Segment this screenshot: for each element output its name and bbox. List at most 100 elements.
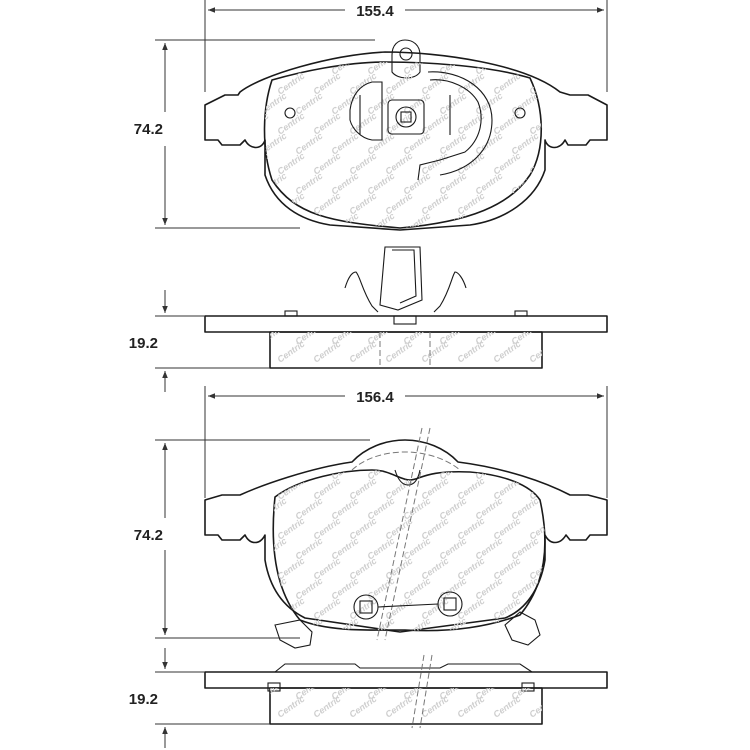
- bottom-side-section-line-2: [411, 654, 425, 729]
- watermark-text: Centric: [239, 191, 270, 217]
- top-width-label: 155.4: [356, 3, 394, 20]
- bottom-right-pin-square: [443, 597, 457, 611]
- watermark-text: Centric: [257, 51, 288, 77]
- watermark-text: Centric: [545, 576, 576, 602]
- watermark-text: Centric: [491, 339, 522, 365]
- watermark-text: Centric: [257, 91, 288, 117]
- bottom-height-label: 74.2: [134, 527, 163, 544]
- top-center-tab-hole: [399, 47, 413, 61]
- watermark-text: Centric: [347, 339, 378, 365]
- top-side-lug-center: [393, 315, 417, 325]
- watermark-text: Centric: [455, 694, 486, 720]
- bottom-thickness-label: 19.2: [129, 691, 158, 708]
- watermark-text: Centric: [383, 339, 414, 365]
- bottom-pin-link-left: [377, 603, 439, 608]
- watermark-text: Centric: [545, 321, 576, 347]
- bottom-center-arc-dashed: [351, 451, 461, 471]
- watermark-text: Centric: [527, 191, 558, 217]
- bottom-side-lug-left: [267, 682, 281, 692]
- top-side-lug-left: [284, 310, 298, 317]
- watermark-text: Centric: [257, 321, 288, 347]
- bottom-backing-plate: [204, 439, 608, 633]
- watermark-text: Centric: [527, 694, 558, 720]
- watermark-text: Centric: [491, 694, 522, 720]
- top-side-friction-material: [269, 331, 543, 369]
- watermark-text: Centric: [311, 339, 342, 365]
- bottom-side-section-line-1: [419, 654, 433, 729]
- top-spring-clip-arc: [427, 71, 493, 176]
- watermark-text: Centric: [239, 694, 270, 720]
- watermark-text: Centric: [257, 576, 288, 602]
- bottom-friction-material: [272, 469, 546, 632]
- watermark-text: Centric: [545, 496, 576, 522]
- watermark-text: Centric: [419, 694, 450, 720]
- top-center-pin-outer: [387, 99, 425, 135]
- watermark-text: Centric: [545, 616, 576, 642]
- watermark-text: Centric: [545, 131, 576, 157]
- watermark-text: Centric: [365, 211, 396, 237]
- watermark-text: Centric: [239, 556, 270, 582]
- watermark-text: Centric: [275, 191, 306, 217]
- top-spring-clip: [349, 81, 383, 141]
- top-friction-material: [263, 61, 542, 229]
- watermark-text: Centric: [383, 694, 414, 720]
- bottom-section-line-2: [376, 427, 423, 641]
- watermark-text: Centric: [545, 456, 576, 482]
- top-side-wire-right: [433, 271, 467, 313]
- watermark-text: Centric: [509, 51, 540, 77]
- watermark-text: Centric: [509, 211, 540, 237]
- watermark-text: Centric: [455, 339, 486, 365]
- top-center-tab: [391, 39, 421, 79]
- watermark-text: Centric: [347, 694, 378, 720]
- bottom-center-notch: [394, 469, 421, 486]
- watermark-text: Centric: [239, 516, 270, 542]
- top-side-spring: [379, 246, 423, 311]
- watermark-text: Centric: [311, 694, 342, 720]
- top-thickness-label: 19.2: [129, 335, 158, 352]
- top-spring-clip-right: [417, 79, 482, 181]
- top-side-spring-inner: [392, 249, 417, 304]
- watermark-text: Centric: [545, 171, 576, 197]
- top-side-lug-right: [514, 310, 528, 317]
- top-center-pin: [395, 106, 417, 128]
- top-side-wire-left: [344, 271, 379, 313]
- watermark-text: Centric: [437, 211, 468, 237]
- bottom-lower-tab-left: [274, 619, 313, 649]
- watermark-text: Centric: [239, 111, 270, 137]
- bottom-side-clip: [274, 663, 533, 673]
- watermark-text: Centric: [527, 596, 558, 622]
- top-right-hole: [514, 107, 526, 119]
- top-backing-plate: [204, 51, 608, 231]
- watermark-text: Centric: [545, 51, 576, 77]
- watermark-text: Centric: [509, 456, 540, 482]
- bottom-section-line-1: [384, 427, 431, 641]
- watermark-text: Centric: [275, 694, 306, 720]
- bottom-side-lug-right: [521, 682, 535, 692]
- bottom-width-label: 156.4: [356, 389, 394, 406]
- bottom-side-backing-plate: [204, 671, 608, 689]
- top-center-pin-square: [400, 111, 412, 123]
- watermark-text: Centric: [365, 616, 396, 642]
- watermark-text: Centric: [239, 596, 270, 622]
- watermark-text: Centric: [419, 339, 450, 365]
- watermark-text: Centric: [401, 211, 432, 237]
- bottom-lower-tab-right: [504, 611, 541, 646]
- top-height-label: 74.2: [134, 121, 163, 138]
- watermark-text: Centric: [527, 339, 558, 365]
- bottom-side-friction-material: [269, 687, 543, 725]
- watermark-text: Centric: [257, 131, 288, 157]
- watermark-text: Centric: [257, 211, 288, 237]
- watermark-text: Centric: [239, 339, 270, 365]
- watermark-text: Centric: [275, 339, 306, 365]
- top-left-hole: [284, 107, 296, 119]
- watermark-text: Centric: [545, 211, 576, 237]
- bottom-left-pin-square: [359, 600, 373, 614]
